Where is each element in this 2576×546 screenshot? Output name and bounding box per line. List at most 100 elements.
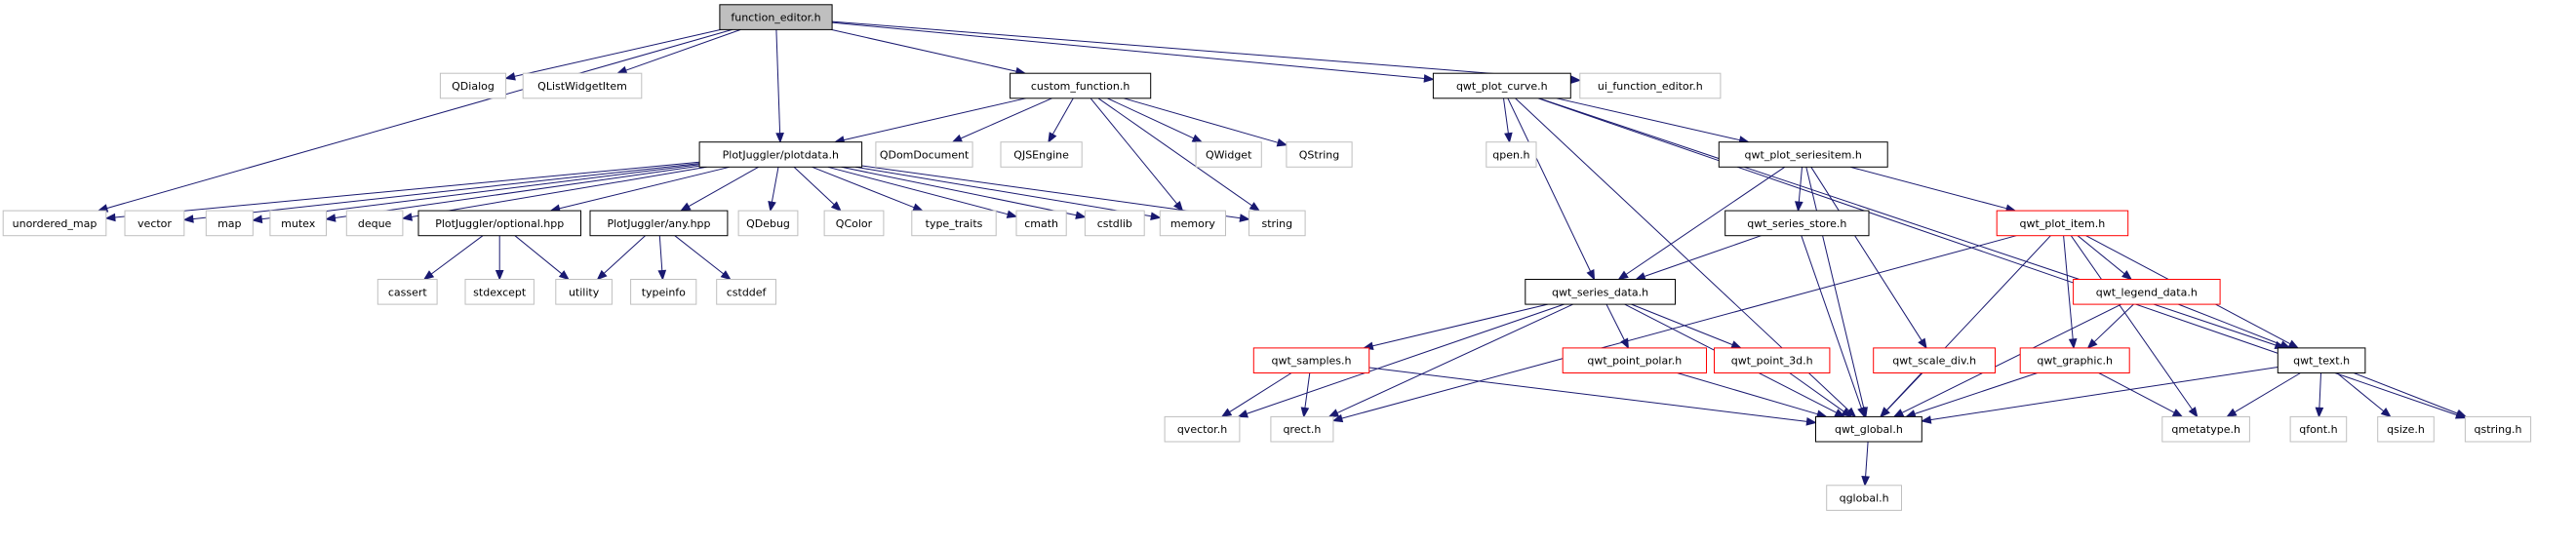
node-box bbox=[2289, 415, 2348, 443]
edge-line bbox=[106, 28, 733, 210]
edge-arrowhead bbox=[2121, 270, 2133, 281]
node-plotdata_h[interactable]: PlotJuggler/plotdata.h bbox=[698, 141, 863, 168]
edge-line bbox=[1789, 372, 1844, 412]
edge-line bbox=[2098, 372, 2175, 413]
node-qwt_global_h[interactable]: qwt_global.h bbox=[1815, 415, 1922, 443]
edge-arrowhead bbox=[1880, 407, 1890, 418]
edge-line bbox=[2318, 372, 2321, 409]
edge-custom_function_h-to-qstring bbox=[1123, 98, 1288, 147]
node-box bbox=[823, 210, 885, 237]
node-qwt_plot_curve_h[interactable]: qwt_plot_curve.h bbox=[1432, 72, 1571, 99]
node-label: qwt_scale_div.h bbox=[1892, 355, 1976, 368]
edge-line bbox=[832, 21, 1425, 79]
edge-qwt_series_data_h-to-qwt_point_3d_h bbox=[1631, 303, 1742, 349]
edge-arrowhead bbox=[775, 132, 784, 144]
edge-function_editor_h-to-custom_function_h bbox=[831, 28, 1027, 76]
node-box bbox=[1159, 210, 1227, 237]
node-label: qmetatype.h bbox=[2171, 423, 2240, 436]
edge-arrowhead bbox=[2455, 409, 2468, 418]
node-qfont_h: qfont.h bbox=[2289, 415, 2348, 443]
node-box bbox=[2, 210, 107, 237]
edge-line bbox=[1090, 98, 1178, 205]
edge-arrowhead bbox=[1173, 200, 1184, 213]
edge-line bbox=[812, 166, 915, 209]
edge-function_editor_h-to-qlistwidgetitem bbox=[615, 28, 741, 75]
edge-qwt_samples_h-to-qrect_h bbox=[1300, 372, 1311, 418]
edge-line bbox=[1865, 441, 1869, 477]
edge-arrowhead bbox=[558, 270, 570, 281]
node-cmath: cmath bbox=[1015, 210, 1067, 237]
node-function_editor_h[interactable]: function_editor.h bbox=[719, 4, 833, 30]
edge-qwt_series_data_h-to-qwt_samples_h bbox=[1362, 303, 1548, 351]
edge-qwt_scale_div_h-to-qwt_global_h bbox=[1880, 372, 1923, 418]
edge-arrowhead bbox=[1635, 272, 1646, 281]
node-qwt_plot_item_h[interactable]: qwt_plot_item.h bbox=[1996, 210, 2129, 237]
node-label: cassert bbox=[388, 286, 428, 298]
edge-qwt_series_store_h-to-qwt_series_data_h bbox=[1635, 235, 1762, 281]
edge-function_editor_h-to-qwt_plot_curve_h bbox=[832, 21, 1435, 83]
node-qwt_graphic_h[interactable]: qwt_graphic.h bbox=[2019, 347, 2130, 373]
edge-plotdata_h-to-memory bbox=[855, 166, 1162, 221]
edge-arrowhead bbox=[1918, 337, 1927, 350]
edge-plotdata_h-to-unordered_map bbox=[104, 161, 700, 222]
edge-arrowhead bbox=[1248, 202, 1261, 212]
edge-arrowhead bbox=[1220, 408, 1233, 418]
edge-arrowhead bbox=[1845, 407, 1857, 418]
edge-line bbox=[1097, 98, 1252, 207]
node-qwt_point_polar_h[interactable]: qwt_point_polar.h bbox=[1562, 347, 1707, 373]
edge-arrowhead bbox=[1570, 75, 1582, 84]
edge-arrowhead bbox=[1905, 410, 1917, 418]
edge-qwt_samples_h-to-qvector_h bbox=[1220, 372, 1292, 418]
edge-line bbox=[411, 166, 707, 217]
node-ui_function_editor_h: ui_function_editor.h bbox=[1579, 72, 1722, 99]
edge-line bbox=[1886, 372, 1923, 411]
node-optional_hpp[interactable]: PlotJuggler/optional.hpp bbox=[417, 210, 581, 237]
edge-line bbox=[1556, 98, 1740, 141]
edge-arrowhead bbox=[504, 72, 516, 81]
edge-line bbox=[625, 28, 741, 71]
edge-line bbox=[1810, 167, 1922, 341]
node-qwt_scale_div_h[interactable]: qwt_scale_div.h bbox=[1873, 347, 1996, 373]
node-label: QColor bbox=[836, 217, 873, 230]
edge-line bbox=[1801, 235, 1862, 410]
node-qmetatype_h: qmetatype.h bbox=[2161, 415, 2250, 443]
node-label: QDialog bbox=[452, 80, 495, 93]
node-qpen_h: qpen.h bbox=[1486, 141, 1537, 168]
edge-line bbox=[688, 166, 759, 208]
node-custom_function_h[interactable]: custom_function.h bbox=[1010, 72, 1152, 99]
edge-qwt_plot_curve_h-to-qwt_series_data_h bbox=[1507, 98, 1596, 281]
edge-arrowhead bbox=[768, 200, 776, 213]
node-cassert: cassert bbox=[376, 279, 438, 305]
edge-line bbox=[1798, 167, 1803, 203]
node-label: qwt_plot_seriesitem.h bbox=[1745, 149, 1862, 162]
node-box bbox=[1270, 415, 1334, 443]
node-label: utility bbox=[569, 286, 600, 298]
edge-arrowhead bbox=[1328, 409, 1340, 417]
edge-line bbox=[1503, 98, 1509, 134]
edge-optional_hpp-to-utility bbox=[514, 235, 570, 281]
node-qcolor: QColor bbox=[823, 210, 885, 237]
node-qwt_series_store_h[interactable]: qwt_series_store.h bbox=[1724, 210, 1870, 237]
node-qwt_samples_h[interactable]: qwt_samples.h bbox=[1252, 347, 1370, 373]
node-any_hpp[interactable]: PlotJuggler/any.hpp bbox=[589, 210, 729, 237]
node-qwidget: QWidget bbox=[1195, 141, 1262, 168]
edge-line bbox=[1677, 372, 1818, 415]
node-label: PlotJuggler/plotdata.h bbox=[723, 149, 839, 162]
edge-qwt_series_data_h-to-qrect_h bbox=[1328, 303, 1574, 417]
edge-arrowhead bbox=[2287, 339, 2300, 349]
node-box bbox=[716, 279, 777, 305]
node-qwt_text_h[interactable]: qwt_text.h bbox=[2277, 347, 2366, 373]
node-label: qwt_text.h bbox=[2293, 355, 2350, 368]
node-label: map bbox=[218, 217, 241, 230]
node-qwt_plot_seriesitem_h[interactable]: qwt_plot_seriesitem.h bbox=[1718, 141, 1888, 168]
edge-line bbox=[2077, 235, 2125, 275]
node-qwt_point_3d_h[interactable]: qwt_point_3d.h bbox=[1714, 347, 1831, 373]
node-memory: memory bbox=[1159, 210, 1227, 237]
edge-line bbox=[2234, 372, 2301, 413]
node-qwt_legend_data_h[interactable]: qwt_legend_data.h bbox=[2073, 279, 2221, 305]
edge-plotdata_h-to-deque bbox=[401, 166, 707, 221]
node-qwt_series_data_h[interactable]: qwt_series_data.h bbox=[1525, 279, 1677, 305]
edge-plotdata_h-to-qdebug bbox=[768, 167, 779, 213]
node-label: qwt_graphic.h bbox=[2037, 355, 2113, 368]
node-label: type_traits bbox=[926, 217, 983, 230]
